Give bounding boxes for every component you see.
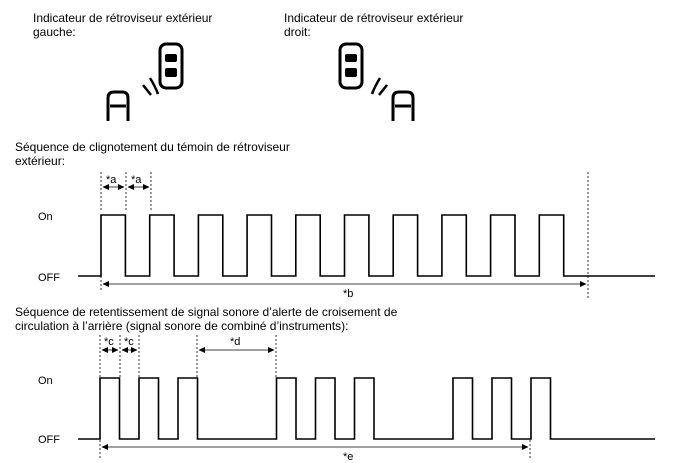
- right-signal-waves-icon: [370, 77, 388, 96]
- buzzer-off-label: OFF: [38, 434, 60, 446]
- blink-dashed-guides: [100, 172, 589, 298]
- blink-off-label: OFF: [38, 272, 60, 284]
- buzzer-on-label: On: [38, 375, 53, 387]
- interval-a-label-1: *a: [106, 174, 117, 186]
- blink-sequence-title: Séquence de clignotement du témoin de ré…: [15, 140, 290, 168]
- span-b-label: *b: [343, 288, 353, 300]
- buzzer-dashed-guides: [99, 335, 531, 458]
- left-signal-waves-icon: [142, 77, 160, 96]
- buzzer-sequence-title: Séquence de retentissement de signal son…: [15, 305, 398, 333]
- span-e-label: *e: [343, 451, 353, 463]
- buzzer-waveform: [78, 377, 655, 440]
- buzzer-sequence-chart: On OFF *c *c *d *e: [38, 335, 655, 463]
- blink-on-label: On: [38, 211, 53, 223]
- interval-a-label-2: *a: [131, 174, 142, 186]
- right-mirror-car-icon: [338, 42, 364, 90]
- pause-d-label: *d: [230, 336, 240, 348]
- blink-wave-path: [78, 214, 655, 277]
- right-indicator-illustration: [338, 42, 415, 121]
- interval-c-label-1: *c: [104, 336, 114, 348]
- blink-sequence-chart: On OFF *a *a *b: [38, 172, 655, 300]
- right-warning-indicator-icon: [391, 90, 415, 121]
- left-mirror-car-icon: [158, 42, 184, 90]
- right-indicator-title: Indicateur de rétroviseur extérieur droi…: [284, 11, 464, 39]
- left-indicator-illustration: [106, 42, 184, 121]
- left-warning-indicator-icon: [106, 90, 130, 121]
- blink-waveform: [78, 214, 655, 277]
- buzzer-wave-path: [78, 377, 655, 440]
- left-indicator-title: Indicateur de rétroviseur extérieur gauc…: [33, 11, 213, 39]
- interval-c-label-2: *c: [124, 336, 134, 348]
